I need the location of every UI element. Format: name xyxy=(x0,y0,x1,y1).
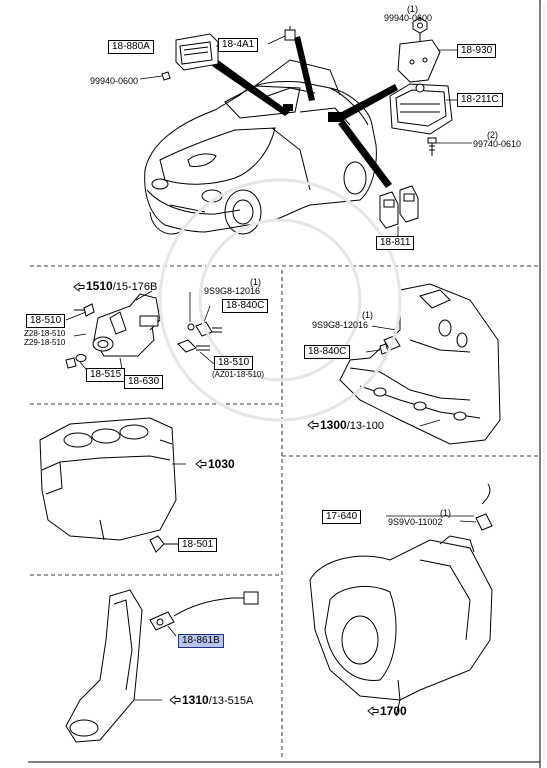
trans-sensor-part[interactable]: 17-640 xyxy=(322,510,362,524)
valve-assembly-drawing xyxy=(65,293,222,369)
trans-ref-main: 1700 xyxy=(380,704,407,718)
reference-arrow-icon xyxy=(169,695,181,705)
left-nut-part-number[interactable]: 99940-0600 xyxy=(90,76,139,86)
nut-drawing xyxy=(161,71,171,81)
trans-plug-part[interactable]: 9S9V0-11002 xyxy=(388,517,443,527)
strainer-ref-sub: /13-515A xyxy=(208,695,254,707)
block-reference[interactable]: 1030 xyxy=(208,458,235,471)
valve-reference[interactable]: 1510/15-176B xyxy=(86,280,157,293)
plug-quantity-b: (1) xyxy=(362,310,373,320)
trans-plug-quantity: (1) xyxy=(440,508,451,518)
manifold-ref-sub: /13-100 xyxy=(346,420,385,432)
reference-arrow-icon xyxy=(73,282,85,292)
plug-part-b[interactable]: 9S9G8-12016 xyxy=(312,320,369,330)
bolt-quantity: (2) xyxy=(487,130,498,140)
relay-part-label[interactable]: 18-4A1 xyxy=(218,38,259,52)
reference-arrow-icon xyxy=(307,420,319,430)
connector-part-label[interactable]: 18-811 xyxy=(376,236,415,250)
strainer-reference[interactable]: 1310/13-515A xyxy=(182,694,253,707)
oil-strainer-drawing xyxy=(65,589,259,743)
module-part-label[interactable]: 18-211C xyxy=(457,93,503,107)
strainer-ref-main: 1310 xyxy=(182,693,209,707)
manifold-reference[interactable]: 1300/13-100 xyxy=(320,419,384,432)
block-ref-main: 1030 xyxy=(208,457,235,471)
valve-ref-main: 1510 xyxy=(86,279,113,293)
manifold-ref-main: 1300 xyxy=(320,418,347,432)
sensor-part-c[interactable]: 18-840C xyxy=(304,345,351,359)
trans-reference[interactable]: 1700 xyxy=(380,705,407,718)
valve-ref-sub: /15-176B xyxy=(112,281,158,293)
nut-quantity: (1) xyxy=(407,4,418,14)
alt-part-1[interactable]: Z28-18-510 xyxy=(24,329,66,338)
car-illustration xyxy=(144,59,377,235)
bracket-part-label[interactable]: 18-930 xyxy=(457,44,497,58)
unit-part-label[interactable]: 18-880A xyxy=(108,40,154,54)
watermark xyxy=(158,178,402,422)
sensor-part-b-alt[interactable]: (AZ01-18-510) xyxy=(212,370,265,379)
intake-manifold-drawing xyxy=(339,283,501,445)
transmission-drawing xyxy=(309,483,493,717)
pointer-wedges xyxy=(212,36,398,188)
body-part-label[interactable]: 18-630 xyxy=(124,375,164,389)
plug-part-a[interactable]: 9S9G8-12016 xyxy=(204,286,261,296)
sensor-part-a[interactable]: 18-840C xyxy=(222,299,269,313)
reference-arrow-icon xyxy=(367,706,379,716)
bolt-part-number[interactable]: 99740-0610 xyxy=(473,139,522,149)
engine-block-drawing xyxy=(39,417,178,553)
bracket-drawing xyxy=(397,33,441,83)
connector-drawing xyxy=(379,185,419,229)
sensor-part-b[interactable]: 18-510 xyxy=(214,356,254,370)
switch-part-label[interactable]: 18-501 xyxy=(178,538,218,552)
module-drawing xyxy=(389,83,453,135)
ring-part-label[interactable]: 18-515 xyxy=(86,368,126,382)
plug-quantity-a: (1) xyxy=(250,277,261,287)
nut-part-number[interactable]: 99940-0600 xyxy=(384,13,433,23)
control-unit-drawing xyxy=(175,33,219,71)
sensor-part-left[interactable]: 18-510 xyxy=(26,314,66,328)
reference-arrow-icon xyxy=(195,459,207,469)
alt-part-2[interactable]: Z29-18-510 xyxy=(24,338,66,347)
highlighted-sensor-part[interactable]: 18-861B xyxy=(178,634,224,648)
